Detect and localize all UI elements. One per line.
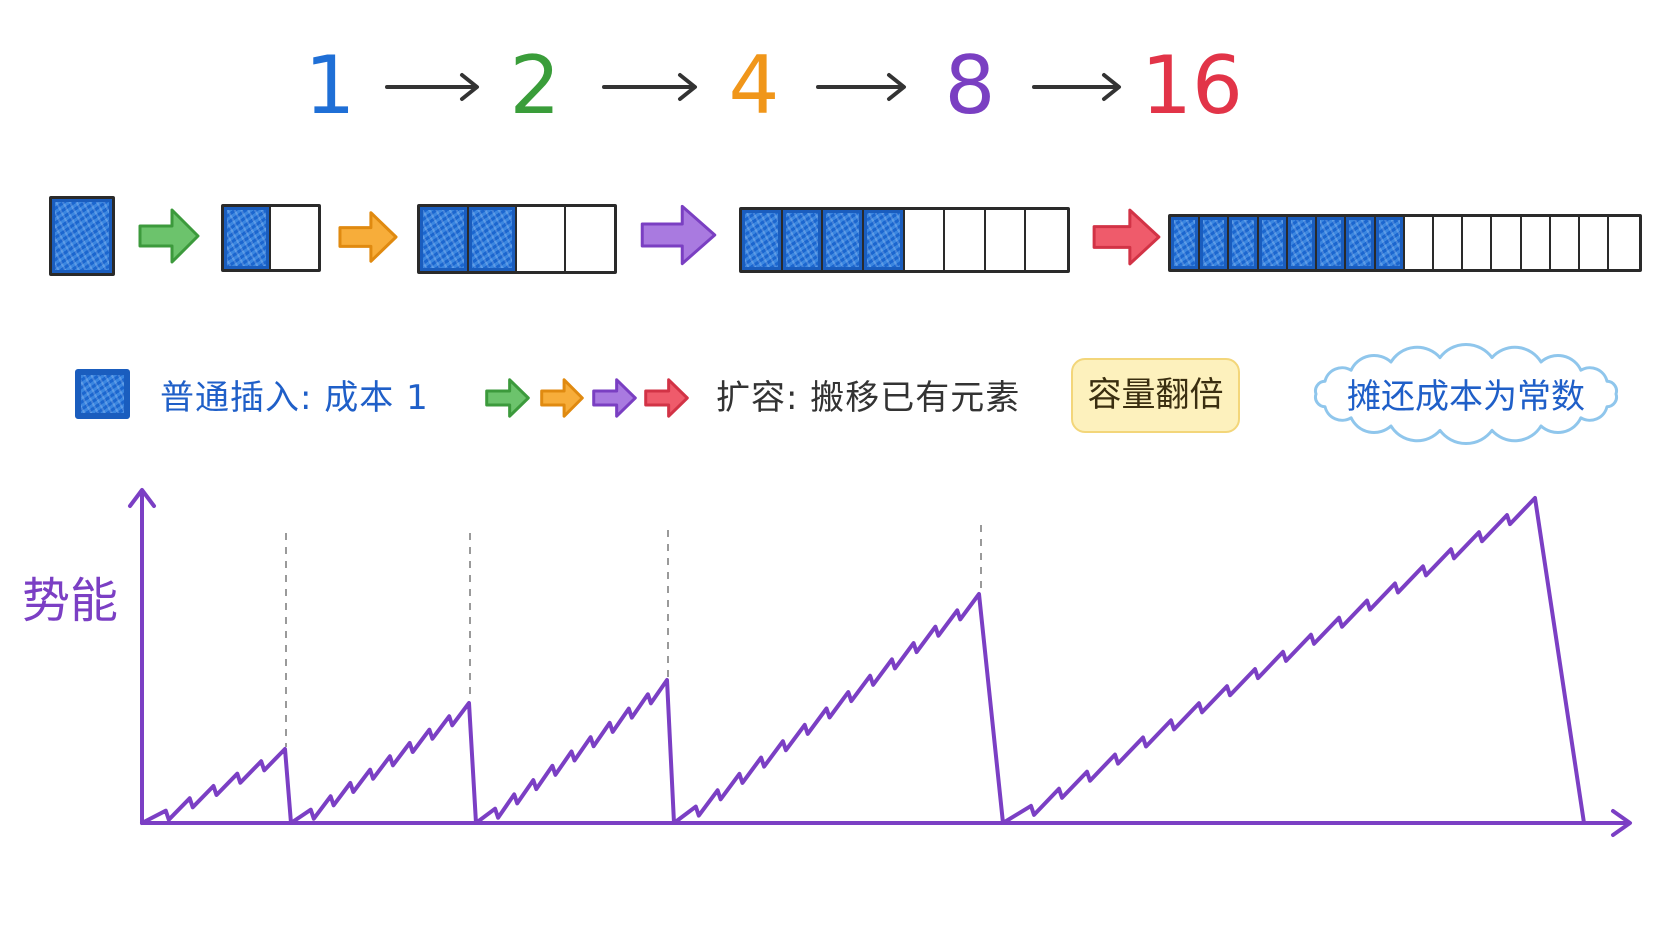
capacity-1-label: 1 [304, 39, 356, 132]
array-capacity-16 [1168, 214, 1642, 272]
array-cell-empty [566, 207, 615, 271]
array-cell-filled [224, 207, 271, 269]
expand-move-label: 扩容: 搬移已有元素 [716, 378, 1021, 418]
sequence-arrow-icon [816, 73, 906, 101]
array-cell-empty [1492, 217, 1522, 269]
array-cell-empty [1580, 217, 1610, 269]
array-cell-filled [420, 207, 469, 271]
array-cell-empty [1026, 210, 1067, 270]
array-cell-empty [905, 210, 946, 270]
array-cell-filled [1171, 217, 1201, 269]
purple-arrow-icon [593, 377, 636, 419]
insert-swatch-icon [75, 369, 130, 419]
array-cell-filled [742, 210, 783, 270]
array-cell-empty [1434, 217, 1464, 269]
array-capacity-4 [417, 204, 617, 274]
orange-arrow-icon [339, 209, 397, 265]
insert-cost-label: 普通插入: 成本 1 [160, 378, 429, 418]
green-arrow-icon [486, 377, 529, 419]
array-cell-empty [945, 210, 986, 270]
array-cell-empty [1551, 217, 1581, 269]
purple-arrow-icon [641, 202, 716, 268]
array-cell-empty [271, 207, 318, 269]
array-cell-empty [1405, 217, 1434, 269]
capacity-16-label: 16 [1141, 39, 1243, 132]
array-cell-filled [52, 199, 112, 273]
potential-axis-label: 势能 [22, 573, 119, 629]
array-cell-filled [1287, 217, 1318, 269]
capacity-double-badge: 容量翻倍 [1071, 358, 1240, 433]
array-capacity-2 [221, 204, 321, 272]
array-cell-empty [1463, 217, 1493, 269]
array-cell-filled [1200, 217, 1230, 269]
potential-curve [140, 496, 1586, 825]
array-cell-empty [986, 210, 1027, 270]
red-arrow-icon [1093, 206, 1160, 268]
cloud-shape [1314, 343, 1618, 445]
array-cell-empty [1522, 217, 1551, 269]
array-cell-filled [782, 210, 824, 270]
array-cell-empty [1609, 217, 1638, 269]
capacity-2-label: 2 [509, 39, 561, 132]
array-capacity-8 [739, 207, 1071, 273]
sequence-arrow-icon [602, 73, 697, 101]
sequence-arrow-icon [1032, 73, 1121, 101]
array-capacity-1 [49, 196, 115, 276]
capacity-8-label: 8 [944, 39, 996, 132]
array-cell-filled [823, 210, 864, 270]
red-arrow-icon [645, 377, 688, 419]
array-cell-filled [468, 207, 517, 271]
array-cell-empty [517, 207, 566, 271]
sequence-arrow-icon [385, 73, 479, 101]
orange-arrow-icon [541, 377, 583, 419]
green-arrow-icon [139, 206, 199, 266]
capacity-4-label: 4 [728, 39, 780, 132]
array-cell-filled [1258, 217, 1288, 269]
y-axis-arrow-icon [128, 488, 156, 508]
array-cell-filled [1375, 217, 1405, 269]
amortized-constant-label: 摊还成本为常数 [1347, 377, 1585, 417]
array-cell-filled [1317, 217, 1347, 269]
x-axis-arrow-icon [1611, 809, 1632, 837]
array-cell-filled [1229, 217, 1259, 269]
array-cell-filled [1346, 217, 1376, 269]
array-cell-filled [863, 210, 905, 270]
